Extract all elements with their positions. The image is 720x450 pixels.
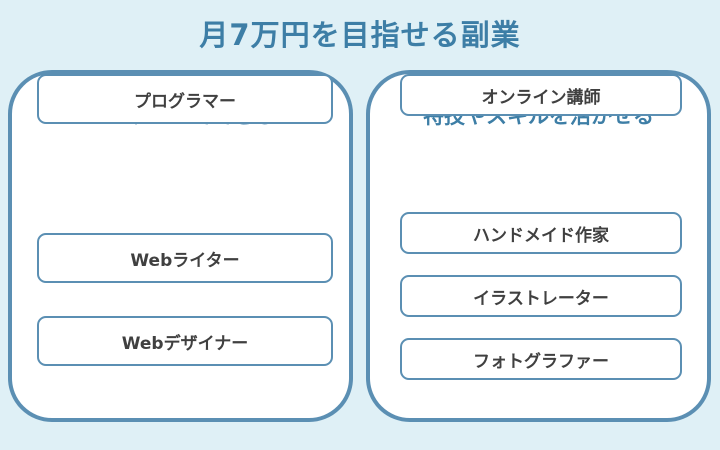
job-item-web-writer: Webライター xyxy=(37,233,333,283)
online-jobs-panel: オンラインでできる Webライター Webデザイナー プログラマー xyxy=(8,70,353,422)
skill-jobs-panel: 特技やスキルを活かせる ハンドメイド作家 イラストレーター フォトグラファー オ… xyxy=(366,70,711,422)
job-item-online-instructor: オンライン講師 xyxy=(400,74,682,116)
job-item-illustrator: イラストレーター xyxy=(400,275,682,317)
job-item-photographer: フォトグラファー xyxy=(400,338,682,380)
page-title: 月7万円を目指せる副業 xyxy=(199,18,521,52)
job-item-programmer: プログラマー xyxy=(37,74,333,124)
job-item-web-designer: Webデザイナー xyxy=(37,316,333,366)
job-item-handmade-artist: ハンドメイド作家 xyxy=(400,212,682,254)
